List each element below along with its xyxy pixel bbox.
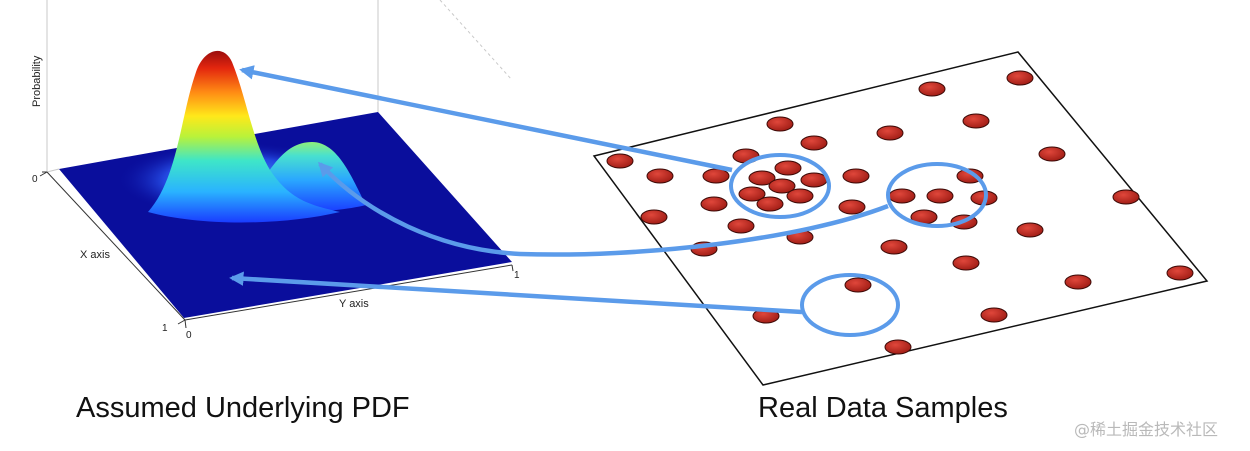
- sample-point: [1006, 70, 1034, 86]
- tick-z-zero: 0: [32, 174, 38, 185]
- sample-point: [800, 135, 828, 151]
- sample-point: [1038, 146, 1066, 162]
- sample-point: [1112, 189, 1140, 205]
- sample-point: [844, 277, 872, 293]
- sample-point: [888, 188, 916, 204]
- mapping-arrows: [229, 65, 889, 315]
- sample-point: [952, 255, 980, 271]
- plot-axes: [39, 171, 514, 329]
- sample-point: [1166, 265, 1194, 281]
- sample-point: [727, 218, 755, 234]
- sample-point: [918, 81, 946, 97]
- y-axis-label: Y axis: [339, 298, 369, 310]
- cluster-circle-sparse: [800, 273, 900, 337]
- sample-point: [646, 168, 674, 184]
- sample-point: [748, 170, 776, 186]
- arrow-medium-to-secondary-peak: [318, 161, 889, 257]
- sample-point: [1016, 222, 1044, 238]
- cluster-circles: [729, 153, 988, 337]
- sample-point: [774, 160, 802, 176]
- cluster-circle-dense: [729, 153, 831, 219]
- sample-point: [700, 196, 728, 212]
- sample-point: [956, 168, 984, 184]
- sample-point: [876, 125, 904, 141]
- z-axis-label: Probability: [31, 55, 43, 107]
- plot-box: [46, 0, 513, 173]
- tick-x-one: 1: [162, 323, 168, 334]
- sample-point: [880, 239, 908, 255]
- watermark: @稀土掘金技术社区: [1074, 420, 1219, 439]
- cluster-circle-medium: [886, 162, 988, 228]
- arrow-sparse-to-base: [229, 271, 803, 315]
- pdf-main-peak: [148, 50, 340, 223]
- sample-point: [884, 339, 912, 355]
- caption-assumed-pdf: Assumed Underlying PDF: [76, 392, 410, 424]
- sample-point: [766, 116, 794, 132]
- sample-point: [606, 153, 634, 169]
- sample-point: [768, 178, 796, 194]
- sample-plane: [592, 51, 1209, 386]
- sample-point: [1064, 274, 1092, 290]
- sample-point: [842, 168, 870, 184]
- arrow-dense-to-main-peak: [239, 65, 733, 173]
- sample-point: [926, 188, 954, 204]
- sample-point: [980, 307, 1008, 323]
- sample-point: [702, 168, 730, 184]
- tick-y-one: 1: [514, 270, 520, 281]
- tick-x-zero: 0: [186, 330, 192, 341]
- sample-point: [962, 113, 990, 129]
- sample-point: [756, 196, 784, 212]
- sample-point: [640, 209, 668, 225]
- sample-point: [838, 199, 866, 215]
- sample-point: [786, 188, 814, 204]
- sample-point: [738, 186, 766, 202]
- sample-points: [606, 70, 1194, 355]
- caption-real-samples: Real Data Samples: [758, 392, 1008, 424]
- x-axis-label: X axis: [80, 249, 110, 261]
- sample-point: [800, 172, 828, 188]
